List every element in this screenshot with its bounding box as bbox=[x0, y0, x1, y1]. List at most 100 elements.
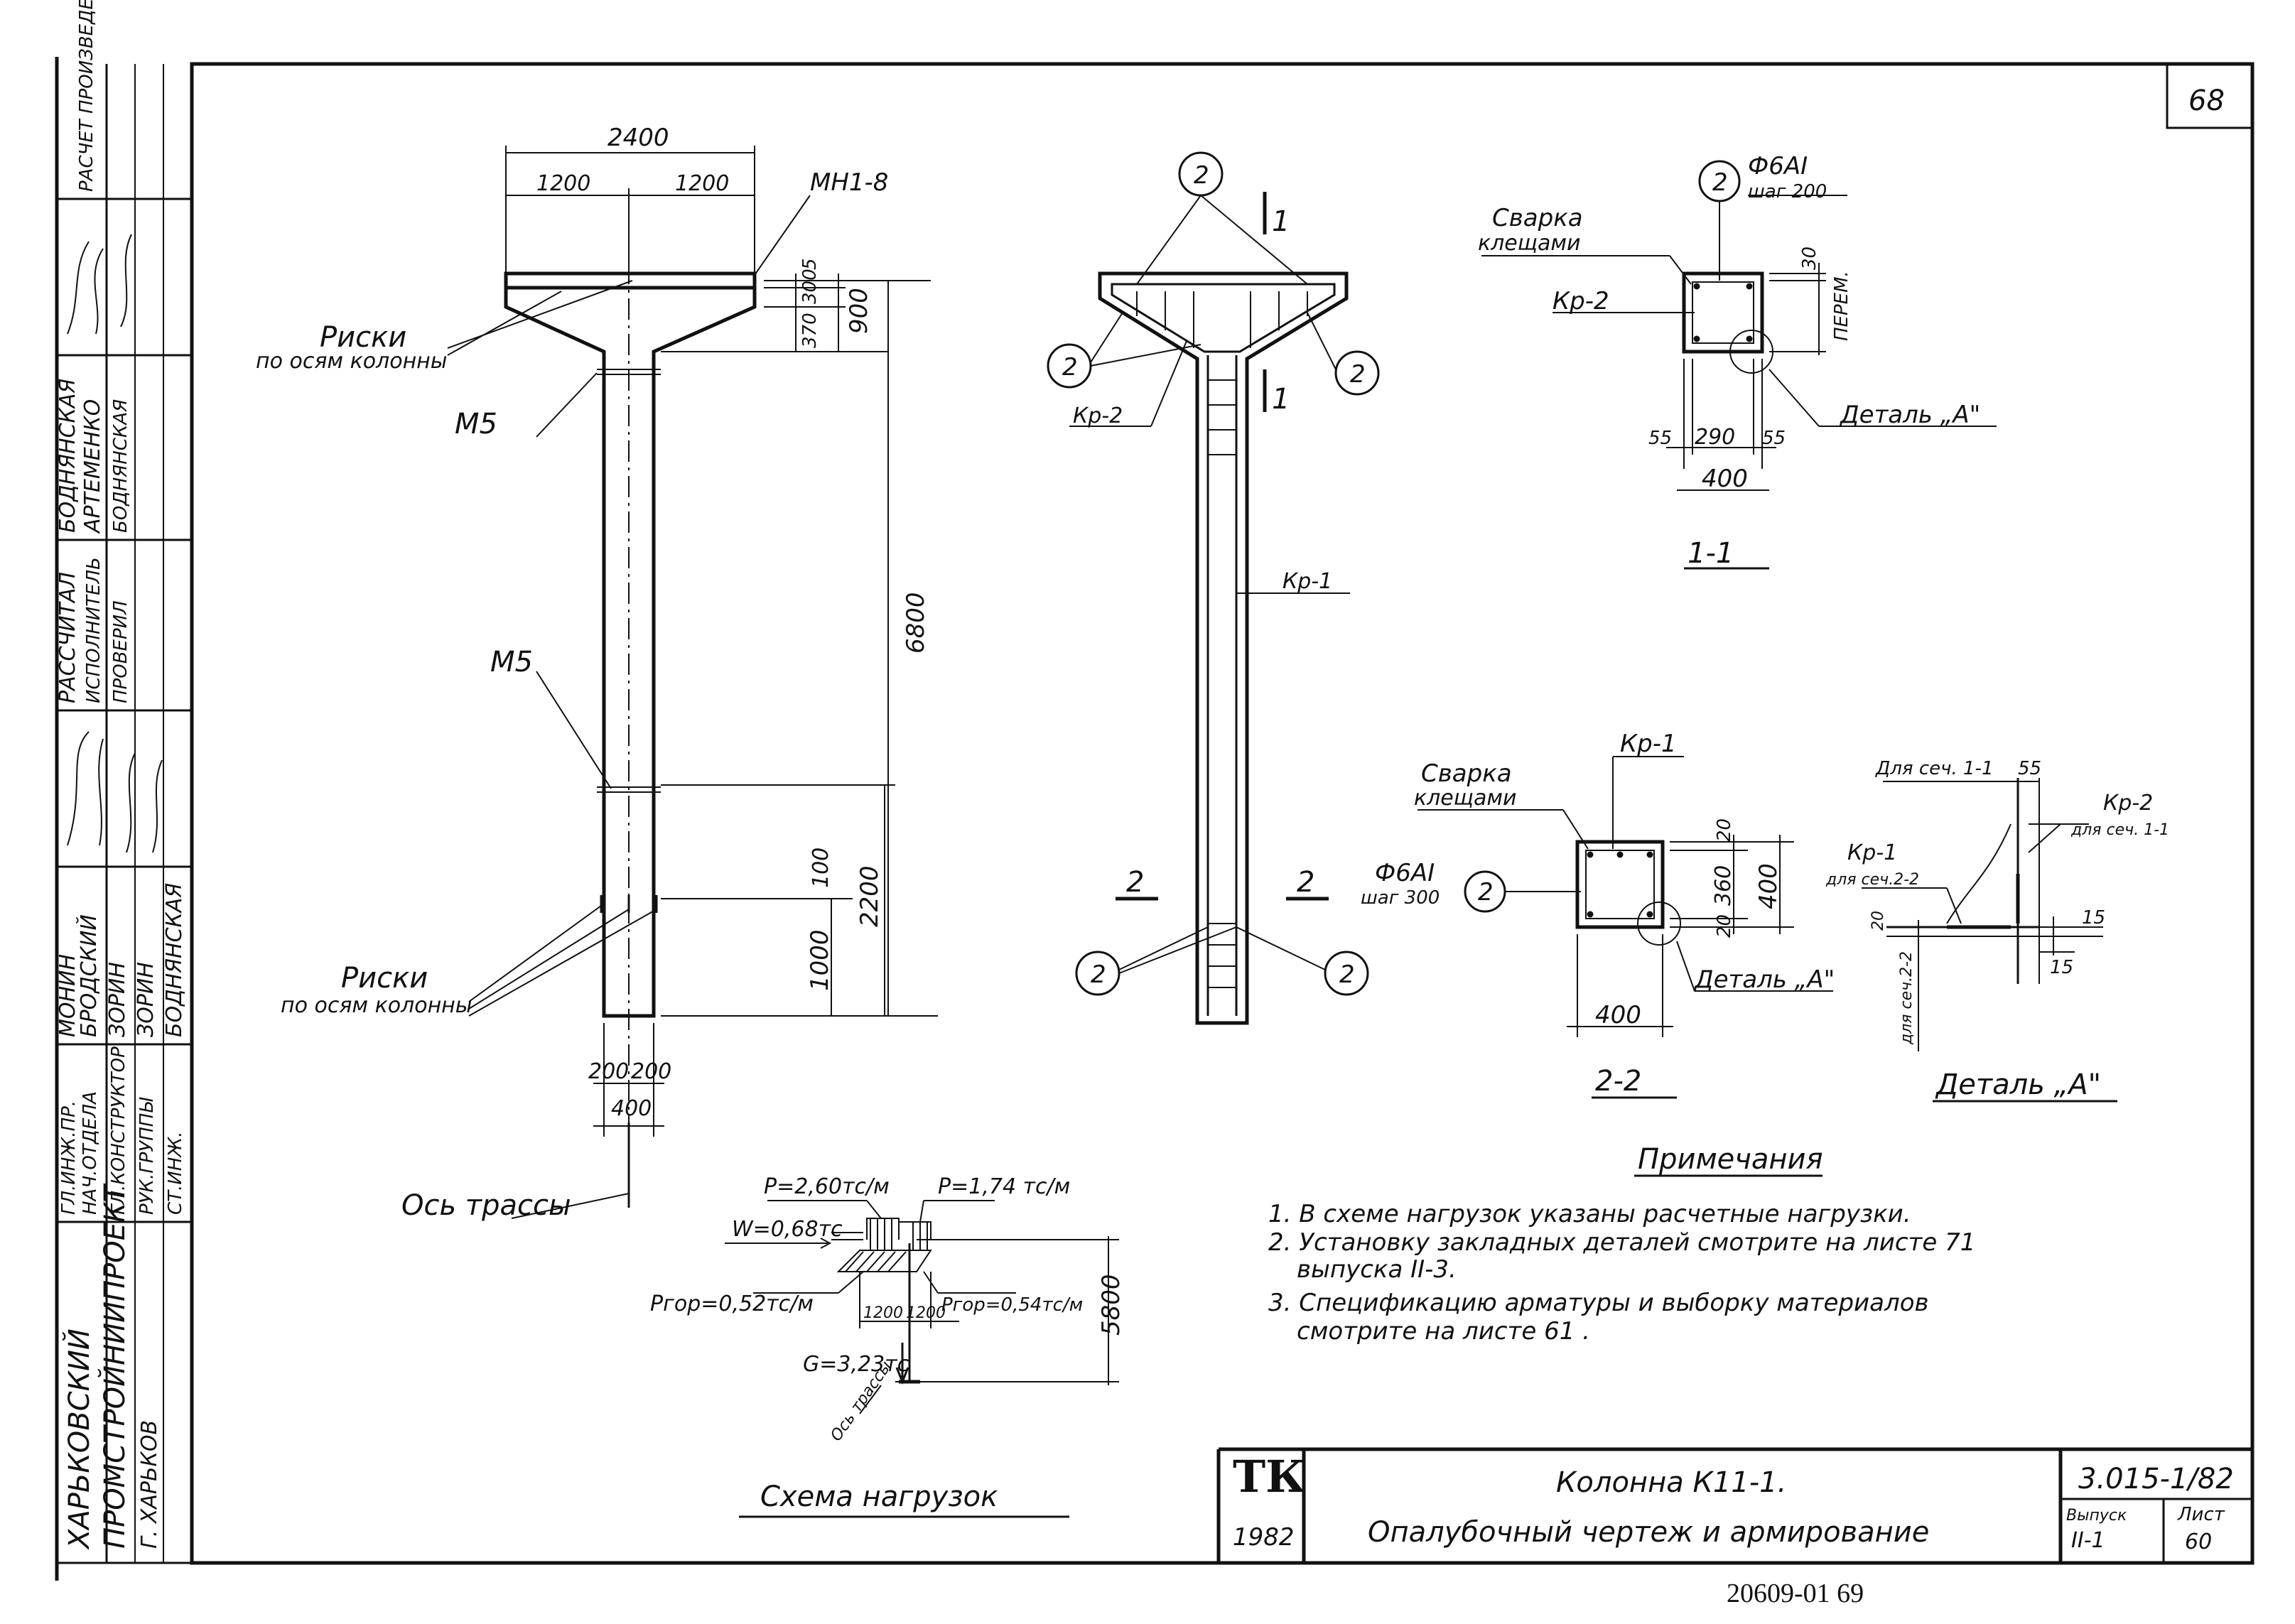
section-mark-1-bottom: 1 bbox=[1272, 383, 1290, 416]
doc-code: 3.015-1/82 bbox=[2078, 1463, 2234, 1495]
stamp-right-name-1: АРТЕМЕНКО bbox=[80, 399, 105, 534]
detail-dim-15a: 15 bbox=[2082, 907, 2105, 929]
issue-value: II-1 bbox=[2071, 1528, 2105, 1553]
stamp-role-3: РУК.ГРУППЫ bbox=[136, 1097, 158, 1215]
stamp-name-2: ЗОРИН bbox=[105, 962, 130, 1037]
calc-note: РАСЧЕТ ПРОИЗВЕДЕН В ОМИТРЕ ПО ПРОГРАММЕ … bbox=[76, 0, 97, 192]
label-kp2: Кр-2 bbox=[1073, 404, 1123, 428]
formwork-dim-900: 900 bbox=[845, 288, 873, 334]
sec22-dim-400: 400 bbox=[1595, 1001, 1641, 1029]
label-m5-mid: М5 bbox=[490, 646, 533, 678]
formwork-dim-6800: 6800 bbox=[902, 592, 930, 654]
stamp-role-2: ГЛ.КОНСТРУКТОР bbox=[108, 1046, 129, 1215]
formwork-dim-1000: 1000 bbox=[806, 929, 834, 991]
label-risks-top-sub: по осям колонны bbox=[256, 349, 448, 374]
formwork-dim-400: 400 bbox=[611, 1096, 652, 1121]
sec11-dim-55a: 55 bbox=[1648, 428, 1672, 449]
title-block bbox=[1216, 1447, 2252, 1563]
sec11-dim-290: 290 bbox=[1695, 425, 1735, 450]
title-line1: Колонна К11-1. bbox=[1556, 1466, 1786, 1499]
logo-tk: ТК bbox=[1233, 1451, 1306, 1503]
load-phor2: Pгор=0,54тс/м bbox=[941, 1294, 1083, 1316]
load-w: W=0,68тс bbox=[732, 1217, 843, 1242]
load-scheme bbox=[725, 1200, 1119, 1518]
stamp-right-name-2: БОДНЯНСКАЯ bbox=[110, 399, 131, 533]
detail-kp1-sub: для сеч.2-2 bbox=[1825, 871, 1919, 889]
detail-dim-15b: 15 bbox=[2050, 957, 2073, 978]
note-2b: выпуска II-3. bbox=[1297, 1255, 1457, 1284]
detail-for-sec11: Для сеч. 1-1 bbox=[1875, 758, 1993, 779]
label-risks-bottom-sub: по осям колонны bbox=[281, 993, 472, 1018]
formwork-dim-200b: 200 bbox=[631, 1059, 671, 1084]
section-1-1 bbox=[1481, 160, 1997, 570]
note-1: 1. В схеме нагрузок указаны расчетные на… bbox=[1268, 1200, 1911, 1228]
sec11-kp2: Кр-2 bbox=[1552, 287, 1609, 315]
stamp-name-1: БРОДСКИЙ bbox=[76, 914, 102, 1037]
sec22-weld-sub: клещами bbox=[1414, 786, 1517, 811]
label-m5-top: М5 bbox=[455, 408, 497, 440]
load-dim-5800: 5800 bbox=[1097, 1274, 1125, 1336]
stamp-role-1: НАЧ.ОТДЕЛА bbox=[80, 1091, 101, 1215]
stamp-right-role-0: РАССЧИТАЛ bbox=[55, 572, 80, 703]
load-g: G=3,23тс bbox=[803, 1352, 909, 1377]
formwork-dim-2200: 2200 bbox=[855, 865, 884, 927]
note-2: 2. Установку закладных деталей смотрите … bbox=[1268, 1228, 1975, 1257]
sec11-weld: Сварка bbox=[1492, 204, 1583, 232]
stamp-name-4: БОДНЯНСКАЯ bbox=[162, 883, 187, 1037]
formwork-drawing bbox=[447, 146, 938, 1219]
stamp-role-0: ГЛ.ИНЖ.ПР. bbox=[58, 1100, 80, 1215]
left-stamp-grid bbox=[57, 64, 192, 1563]
sheet-value: 60 bbox=[2185, 1530, 2212, 1554]
label-kp1: Кр-1 bbox=[1282, 569, 1332, 594]
formwork-dim-200a: 200 bbox=[588, 1059, 629, 1084]
load-dim-1200b: 1200 bbox=[906, 1304, 946, 1322]
sec22-mark-2: 2 bbox=[1478, 878, 1494, 906]
sec11-bar: Ф6АI bbox=[1748, 152, 1808, 180]
sec11-mark-2: 2 bbox=[1712, 168, 1728, 197]
reinf-mark-2-top: 2 bbox=[1194, 161, 1209, 190]
label-mn1-8: МН1-8 bbox=[810, 168, 888, 197]
label-risks-bottom: Риски bbox=[341, 962, 428, 995]
sec22-bar: Ф6АI bbox=[1375, 859, 1435, 887]
stamp-org-line2: ПРОМСТРОЙНИИПРОЕКТ bbox=[97, 1183, 131, 1549]
svg-text:РАСЧЕТ ПРОИЗВЕДЕН В ОМИТРЕ ПО: РАСЧЕТ ПРОИЗВЕДЕН В ОМИТРЕ ПО ПРОГРАММЕ … bbox=[76, 0, 97, 192]
sec11-step: шаг 200 bbox=[1748, 181, 1827, 202]
formwork-dim-100: 100 bbox=[809, 848, 833, 888]
detail-kp2: Кр-2 bbox=[2103, 791, 2153, 816]
sec22-dim-360: 360 bbox=[1711, 865, 1736, 906]
detail-for-sec22: для сеч.2-2 bbox=[1898, 951, 1916, 1045]
sheet-frame bbox=[55, 57, 2254, 1581]
stamp-org-line3: Г. ХАРЬКОВ bbox=[137, 1420, 162, 1549]
sec22-dim-400v: 400 bbox=[1754, 863, 1783, 909]
reinf-mark-2-bl: 2 bbox=[1091, 960, 1106, 989]
notes-title: Примечания bbox=[1638, 1143, 1823, 1176]
detail-dim-55: 55 bbox=[2018, 758, 2041, 779]
issue-label: Выпуск bbox=[2066, 1507, 2127, 1525]
sec11-dim-30: 30 bbox=[1799, 247, 1820, 270]
sec11-dim-400: 400 bbox=[1702, 465, 1748, 493]
reinf-mark-2-br: 2 bbox=[1339, 960, 1355, 989]
detail-kp1: Кр-1 bbox=[1847, 840, 1897, 865]
load-p2: P=1,74 тс/м bbox=[938, 1174, 1070, 1199]
sec22-detail-a: Деталь „А" bbox=[1693, 965, 1835, 994]
detail-title: Деталь „А" bbox=[1935, 1068, 2101, 1101]
sec22-dim-20a: 20 bbox=[1714, 818, 1735, 842]
footer-code: 20609-01 69 bbox=[1727, 1579, 1864, 1608]
load-p1: P=2,60тс/м bbox=[764, 1174, 890, 1199]
sec11-dim-55b: 55 bbox=[1762, 428, 1786, 449]
sec11-detail-a: Деталь „А" bbox=[1839, 401, 1980, 429]
sheet-label: Лист bbox=[2177, 1504, 2225, 1525]
stamp-name-3: ЗОРИН bbox=[134, 962, 158, 1037]
detail-a bbox=[1862, 778, 2117, 1103]
label-risks-top: Риски bbox=[320, 321, 406, 354]
label-axis-track: Ось трассы bbox=[401, 1189, 571, 1222]
sec22-weld: Сварка bbox=[1421, 759, 1512, 788]
section-mark-1-top: 1 bbox=[1272, 205, 1290, 238]
load-phor1: Pгор=0,52тс/м bbox=[650, 1292, 814, 1316]
reinf-mark-2-left: 2 bbox=[1062, 353, 1078, 381]
formwork-dim-1200-left: 1200 bbox=[536, 171, 590, 196]
title-line2: Опалубочный чертеж и армирование bbox=[1368, 1516, 1929, 1549]
section-2-2 bbox=[1418, 756, 1833, 1099]
sec22-title: 2-2 bbox=[1595, 1065, 1641, 1098]
